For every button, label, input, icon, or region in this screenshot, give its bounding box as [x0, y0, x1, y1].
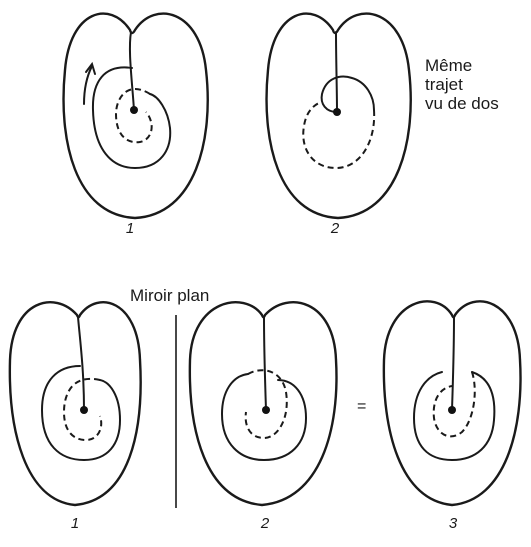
top-figure-1	[62, 12, 209, 220]
spiral-path-solid	[320, 75, 375, 113]
side-note: Même trajet vu de dos	[425, 56, 499, 113]
center-point	[262, 406, 270, 414]
top-figure-2	[265, 12, 412, 220]
side-note-line: vu de dos	[425, 94, 499, 113]
spiral-path-hidden	[302, 101, 376, 170]
hilum-stem	[451, 316, 455, 411]
bottom-figure-3	[382, 300, 522, 507]
hilum-stem	[77, 316, 85, 411]
side-note-line: Même	[425, 56, 473, 75]
seed-outline	[8, 301, 142, 507]
spiral-path-hidden	[114, 87, 153, 144]
figure-number-label: 2	[330, 220, 340, 237]
figure-number-label: 1	[70, 515, 80, 532]
center-point	[130, 106, 138, 114]
seed-outline	[62, 12, 209, 220]
hilum-stem	[335, 31, 338, 113]
direction-arrowhead	[85, 61, 96, 75]
spiral-path-solid	[91, 66, 172, 170]
bottom-figure-1	[8, 301, 142, 507]
equals-sign: =	[357, 398, 367, 415]
spiral-path-hidden	[244, 369, 288, 440]
seed-outline	[382, 300, 522, 507]
figure-number-label: 1	[125, 220, 135, 237]
spiral-path-solid	[220, 373, 308, 462]
figure-number-label: 3	[448, 515, 458, 532]
side-note-line: trajet	[425, 75, 463, 94]
direction-arrow	[83, 65, 93, 105]
figure-number-label: 2	[260, 515, 270, 532]
spiral-path-solid	[412, 371, 496, 462]
spiral-path-hidden	[62, 377, 103, 442]
spiral-path-solid	[40, 365, 122, 462]
center-point	[333, 108, 341, 116]
hilum-stem	[128, 31, 135, 111]
mirror-plane-title: Miroir plan	[130, 286, 210, 305]
hilum-stem	[263, 316, 267, 411]
spiral-path-hidden	[432, 371, 476, 438]
seed-outline	[265, 12, 412, 220]
center-point	[448, 406, 456, 414]
seed-outline	[188, 301, 338, 507]
bottom-figure-2	[188, 301, 338, 507]
center-point	[80, 406, 88, 414]
